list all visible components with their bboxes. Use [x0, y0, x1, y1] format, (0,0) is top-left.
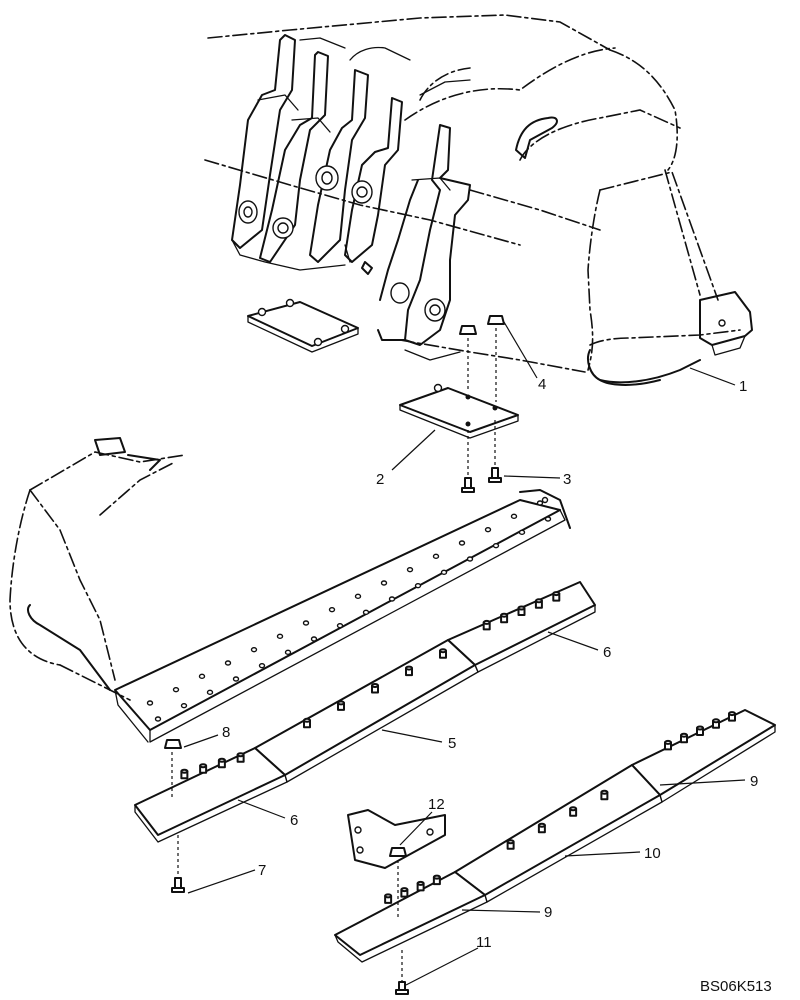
bolt-head [180, 768, 189, 780]
cutting-edge-right-group [334, 709, 776, 963]
callout-12: 12 [428, 796, 445, 813]
bolt-head [482, 619, 491, 631]
callout-6-lower: 6 [290, 812, 298, 829]
bolt-head [712, 718, 720, 729]
bolt-head [569, 806, 578, 817]
callout-labels: 1 2 3 4 5 6 6 7 8 9 9 10 11 12 [222, 376, 758, 951]
bolt-head [500, 612, 509, 624]
bolt-hole [354, 593, 362, 600]
callout-5: 5 [448, 735, 456, 752]
bolt-head [600, 789, 609, 801]
callout-8: 8 [222, 724, 230, 741]
bolt-head [696, 725, 704, 736]
bolt-head [680, 732, 688, 744]
bolt-hole [224, 660, 232, 666]
bolt-hole [154, 716, 162, 722]
bolt-head [303, 717, 311, 729]
bolt-hole [518, 529, 526, 536]
bolt-head [405, 665, 413, 677]
bolt-hole [310, 636, 318, 642]
bolt-head [384, 893, 393, 904]
bolt-head [517, 605, 526, 616]
bolt-hole [466, 556, 474, 562]
bolt-hole [250, 646, 258, 653]
bolt-nut-right [389, 847, 409, 995]
bolt-head [236, 752, 245, 763]
bolt-hole [328, 606, 336, 613]
bolt-head [337, 700, 345, 711]
bolt-hole [362, 609, 370, 616]
bolt-head [537, 822, 546, 834]
callout-11: 11 [476, 934, 492, 951]
callout-3: 3 [563, 471, 571, 488]
cutting-edge-left-group [134, 581, 596, 843]
cutting-edge-bolts-right [384, 711, 736, 904]
bolt-head [400, 887, 409, 898]
bolt-hole [440, 569, 448, 576]
bolt-hole [172, 686, 180, 693]
bolt-head [199, 763, 208, 774]
bolts-nuts-upper [459, 315, 505, 493]
callout-9-upper: 9 [750, 773, 758, 790]
leader-lines [183, 321, 746, 986]
bolt-head [416, 880, 425, 892]
bolt-hole [544, 516, 552, 522]
cutting-edge-bolts-left [180, 591, 561, 780]
bolt-head [432, 874, 441, 886]
bolt-hole [302, 620, 310, 626]
bolt-head [552, 591, 561, 602]
bolt-hole [380, 580, 388, 586]
bolt-head [506, 839, 515, 850]
bolt-hole [258, 662, 266, 669]
bolt-hole [198, 673, 206, 680]
callout-4: 4 [538, 376, 546, 393]
drawing-code: BS06K513 [700, 978, 772, 995]
bolt-hole [510, 513, 518, 520]
bucket-lower-section [9, 437, 571, 743]
bolt-hole [484, 526, 492, 533]
bolt-hole [146, 700, 154, 706]
callout-1: 1 [739, 378, 747, 395]
bolt-head [371, 683, 379, 694]
bolt-hole [536, 500, 544, 506]
bolt-hole [206, 689, 214, 696]
bolt-hole [432, 553, 440, 560]
bolt-hole [180, 702, 188, 709]
bolt-hole [414, 582, 422, 589]
bolt-head [439, 648, 447, 659]
bucket-assembly [204, 14, 753, 386]
bolt-hole [388, 596, 396, 602]
callout-9-lower: 9 [544, 904, 552, 921]
bolt-hole [232, 676, 240, 682]
callout-6-upper: 6 [603, 644, 611, 661]
bolt-hole [458, 540, 466, 546]
wear-pad [399, 383, 519, 439]
wear-plate-upper [247, 298, 359, 353]
callout-10: 10 [644, 845, 661, 862]
callout-2: 2 [376, 471, 384, 488]
bolt-hole [276, 633, 284, 640]
cutting-edge-bolt-holes [146, 500, 552, 722]
bolt-hole [492, 542, 500, 549]
bolt-hole [336, 622, 344, 629]
bolt-head [728, 711, 736, 722]
bolt-head [534, 598, 543, 609]
bolt-hole [406, 566, 414, 573]
bolt-head [217, 757, 226, 769]
bolt-hole [284, 649, 292, 656]
callout-7: 7 [258, 862, 266, 879]
bolt-nut-left [164, 739, 185, 893]
bolt-head [664, 739, 672, 751]
